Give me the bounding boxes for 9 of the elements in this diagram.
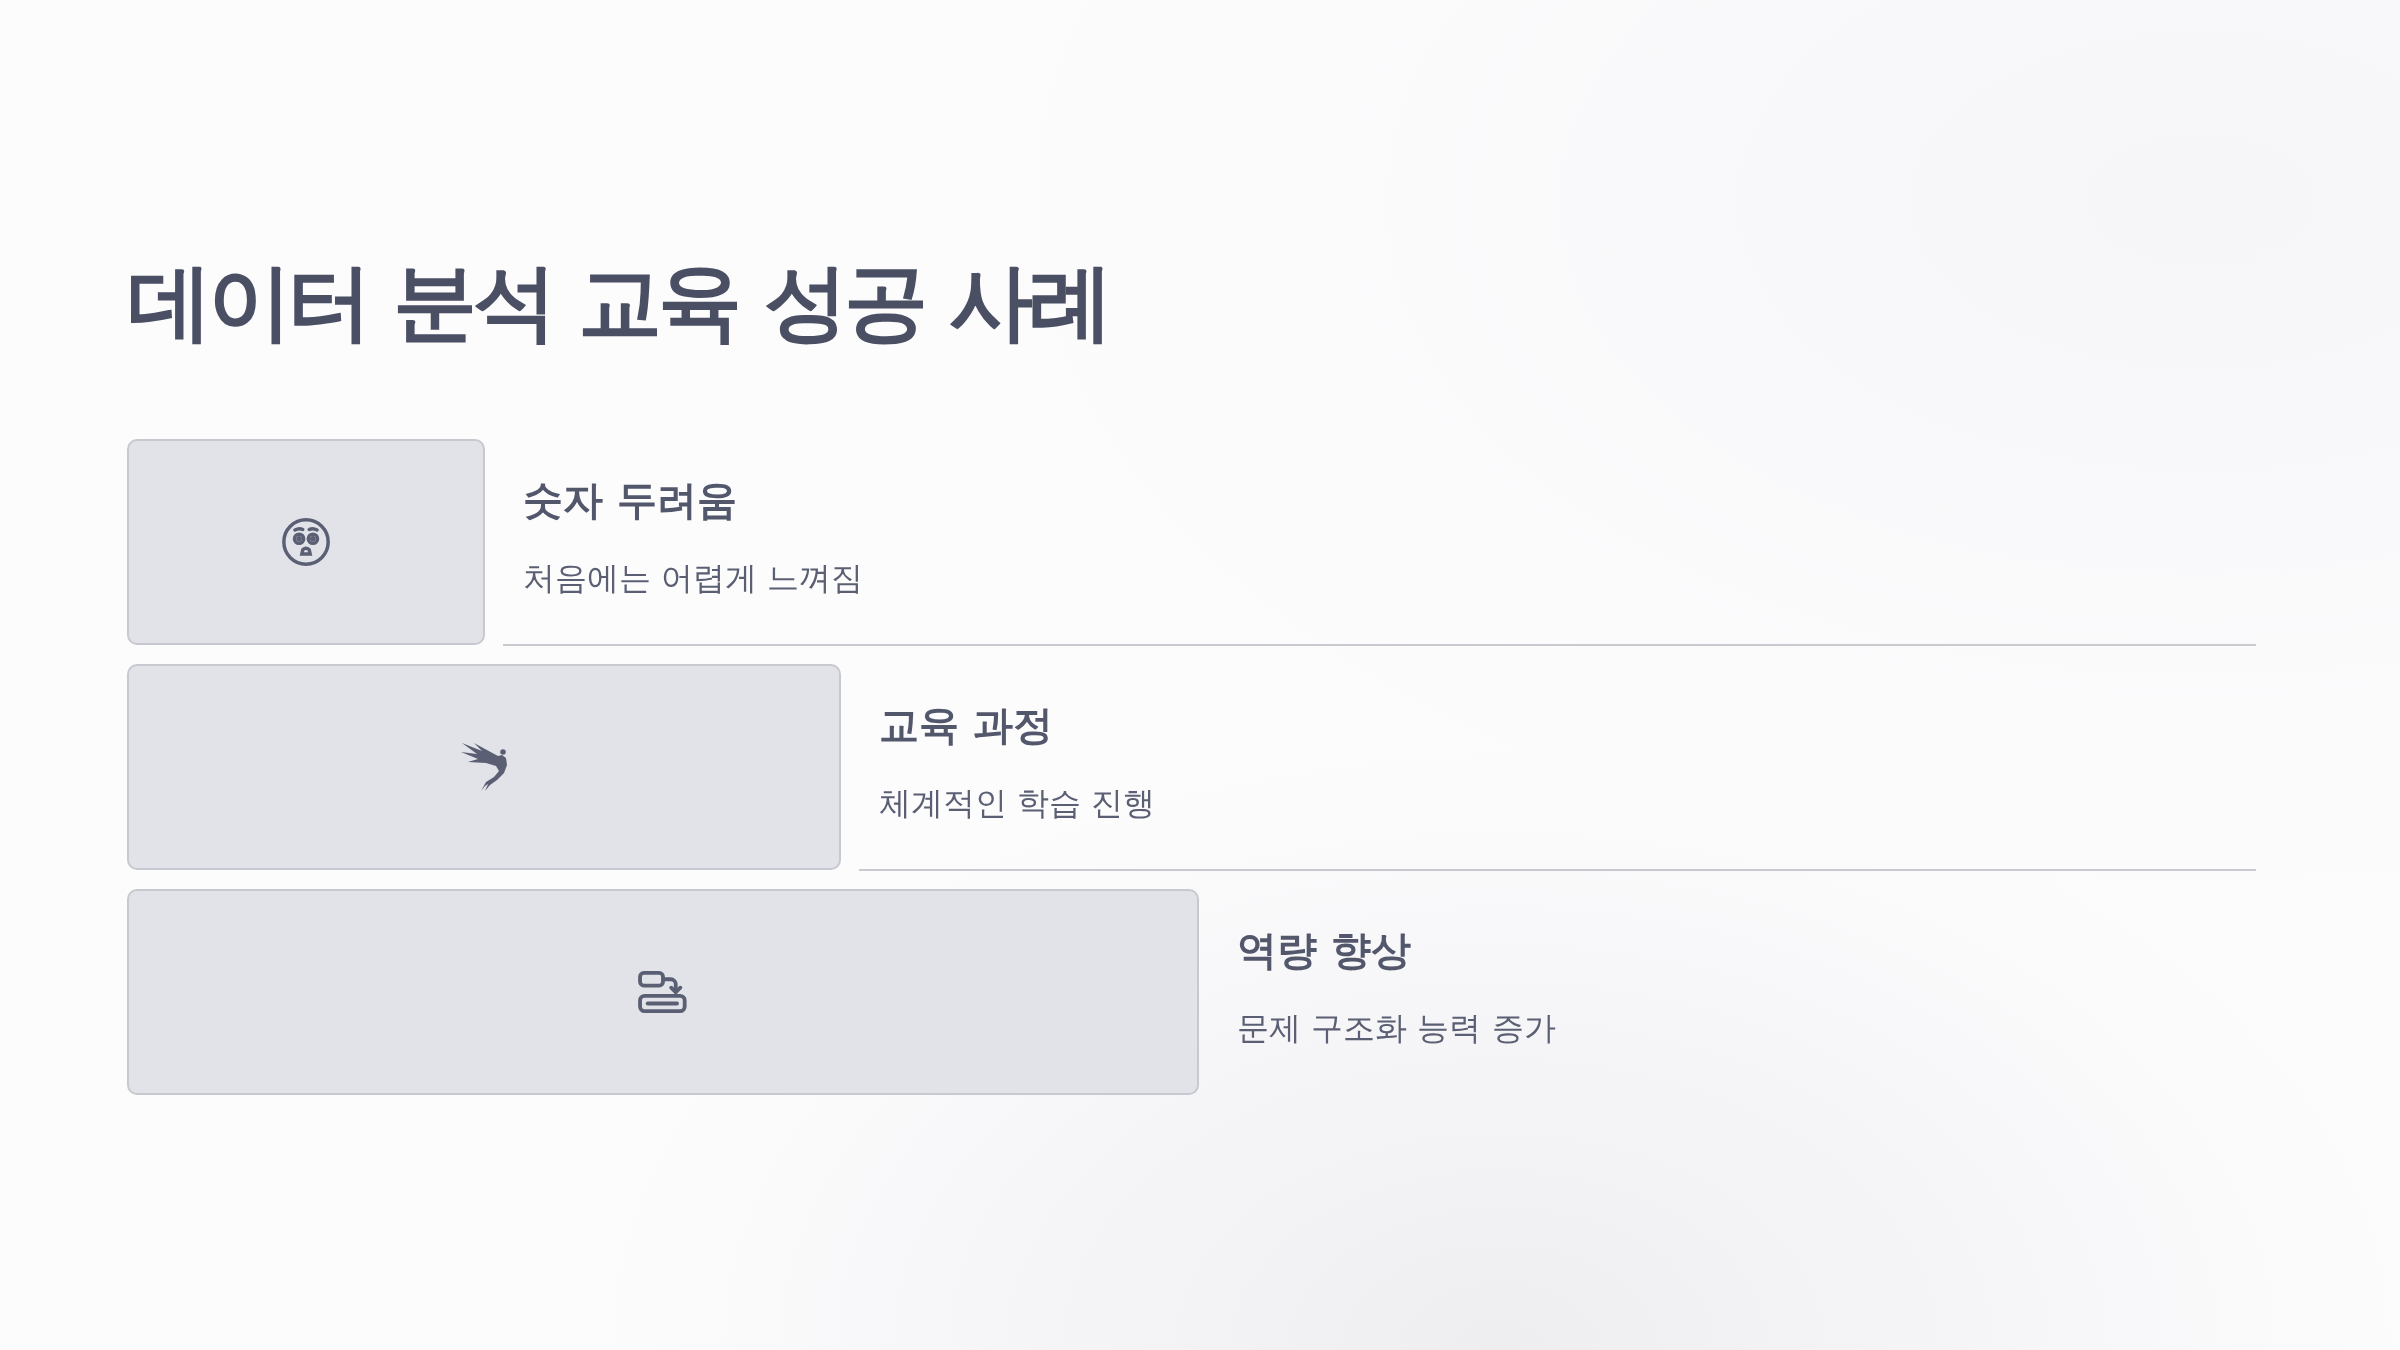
page-title: 데이터 분석 교육 성공 사례 — [128, 252, 1109, 353]
step-description: 체계적인 학습 진행 — [879, 783, 1156, 824]
step-heading: 역량 향상 — [1237, 926, 1411, 974]
step-description: 문제 구조화 능력 증가 — [1237, 1008, 1556, 1049]
step-row — [127, 664, 2256, 870]
step-row — [127, 439, 2256, 645]
step-description: 처음에는 어렵게 느껴짐 — [523, 558, 864, 599]
step-heading: 숫자 두려움 — [523, 476, 737, 524]
step-heading: 교육 과정 — [879, 701, 1053, 749]
